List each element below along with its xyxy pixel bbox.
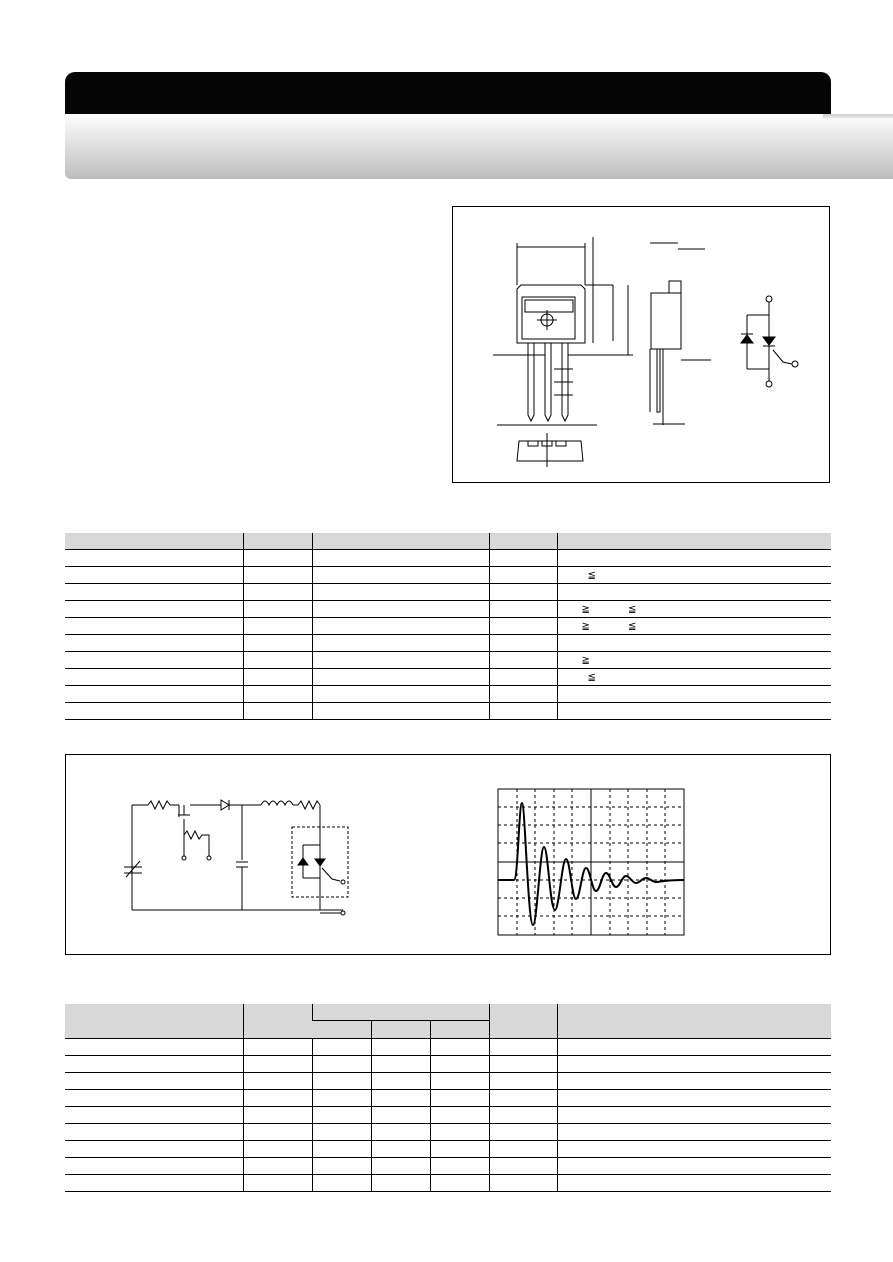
condition-cell: ≦ — [556, 566, 831, 584]
characteristics-header-cell — [65, 1004, 243, 1039]
table-row — [65, 1038, 831, 1056]
diode-icon — [206, 799, 230, 811]
resistor-icon — [297, 799, 321, 811]
package-bottom-view-icon — [516, 433, 584, 467]
condition-cell — [556, 549, 831, 567]
package-drawing — [493, 237, 799, 467]
table-row: ≧ — [65, 651, 831, 669]
table-row — [65, 634, 831, 652]
characteristics-subheader-row — [65, 1020, 831, 1039]
variable-capacitor-icon — [124, 860, 142, 878]
condition-cell — [556, 702, 831, 720]
ratings-table-header — [65, 533, 831, 550]
table-row — [65, 1089, 831, 1107]
characteristics-header-cell — [370, 1020, 430, 1039]
circuit-and-waveform — [124, 788, 685, 936]
capacitor-icon — [236, 861, 248, 868]
table-row — [65, 1174, 831, 1192]
condition-cell: ≧ — [556, 651, 831, 669]
condition-cell: ≧ ≦ — [556, 617, 831, 635]
header-gradient-bar — [65, 114, 893, 179]
table-row — [65, 1157, 831, 1175]
table-row — [65, 1106, 831, 1124]
ratings-header-cell — [556, 533, 831, 550]
table-row: ≧ ≦ — [65, 600, 831, 618]
ratings-table: ≦ ≧ ≦ ≧ ≦ ≧ ≦ — [65, 533, 831, 720]
table-row: ≧ ≦ — [65, 617, 831, 635]
ratings-header-cell — [488, 533, 557, 550]
table-row — [65, 1123, 831, 1141]
table-row — [65, 685, 831, 703]
condition-cell — [556, 685, 831, 703]
characteristics-header-cell — [312, 1020, 371, 1039]
characteristics-header-cell — [311, 1004, 489, 1022]
condition-cell — [556, 583, 831, 601]
package-outline-figure — [452, 206, 830, 483]
ratings-header-cell — [242, 533, 312, 550]
characteristics-header-cell — [556, 1004, 831, 1039]
table-row — [65, 1055, 831, 1073]
condition-cell: ≧ ≦ — [556, 600, 831, 618]
characteristics-header-cell — [242, 1004, 312, 1039]
switch-icon — [178, 804, 206, 816]
resistor-icon — [147, 799, 171, 811]
characteristics-table — [65, 1004, 831, 1192]
characteristics-header-row — [65, 1004, 831, 1039]
thyristor-diode-symbol-icon — [740, 295, 799, 388]
test-circuit-icon — [124, 799, 349, 916]
table-row — [65, 1140, 831, 1158]
condition-cell: ≦ — [556, 668, 831, 686]
table-row — [65, 549, 831, 567]
header-black-bar — [65, 72, 831, 116]
package-side-view-icon — [649, 242, 711, 425]
table-row: ≦ — [65, 566, 831, 584]
test-circuit-figure — [65, 754, 831, 955]
characteristics-header-cell — [488, 1004, 557, 1039]
table-row — [65, 702, 831, 720]
table-row — [65, 583, 831, 601]
table-row: ≦ — [65, 668, 831, 686]
inductor-icon — [260, 800, 294, 807]
ratings-header-cell — [311, 533, 489, 550]
damped-oscillation-waveform-icon — [498, 801, 685, 927]
ratings-header-cell — [65, 533, 243, 550]
table-row — [65, 1072, 831, 1090]
condition-cell — [556, 634, 831, 652]
thyristor-diode-module-icon — [291, 826, 349, 898]
characteristics-header-cell — [429, 1020, 489, 1039]
package-front-view-icon — [493, 237, 633, 426]
